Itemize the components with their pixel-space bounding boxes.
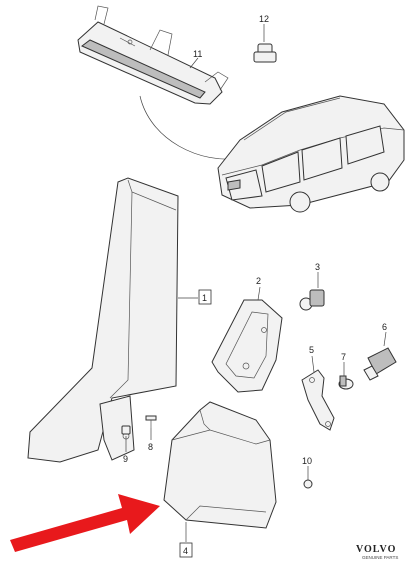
clip-part-12 (253, 43, 277, 63)
high-mount-brake-light (77, 5, 229, 105)
callout-8: 8 (148, 442, 153, 452)
callout-6: 6 (382, 322, 387, 332)
brand-subtitle: GENUINE PARTS (362, 555, 398, 560)
bulb-holder-3 (299, 289, 325, 311)
callout-10: 10 (302, 456, 312, 466)
lamp-gasket (211, 299, 283, 393)
fastener-9: 9 (121, 425, 131, 464)
callout-4: 4 (183, 546, 188, 556)
mounting-bracket (301, 369, 335, 431)
bulb-7 (338, 375, 354, 390)
callout-11: 11 (193, 49, 202, 59)
callout-1: 1 (202, 293, 207, 303)
brand-logo: VOLVO (356, 544, 396, 555)
callout-7: 7 (341, 352, 346, 362)
callout-3: 3 (315, 262, 320, 272)
pillar-trim-panel (27, 177, 179, 463)
callout-9: 9 (123, 454, 128, 464)
screw-8: 8 (145, 415, 157, 452)
tail-lamp-4 (163, 401, 277, 529)
bulb-socket-6 (363, 347, 397, 381)
nut-10 (303, 479, 313, 489)
car-illustration (217, 95, 405, 213)
callout-5: 5 (309, 345, 314, 355)
red-arrow-icon (10, 494, 160, 552)
callout-2: 2 (256, 276, 261, 286)
callout-12: 12 (259, 14, 269, 24)
